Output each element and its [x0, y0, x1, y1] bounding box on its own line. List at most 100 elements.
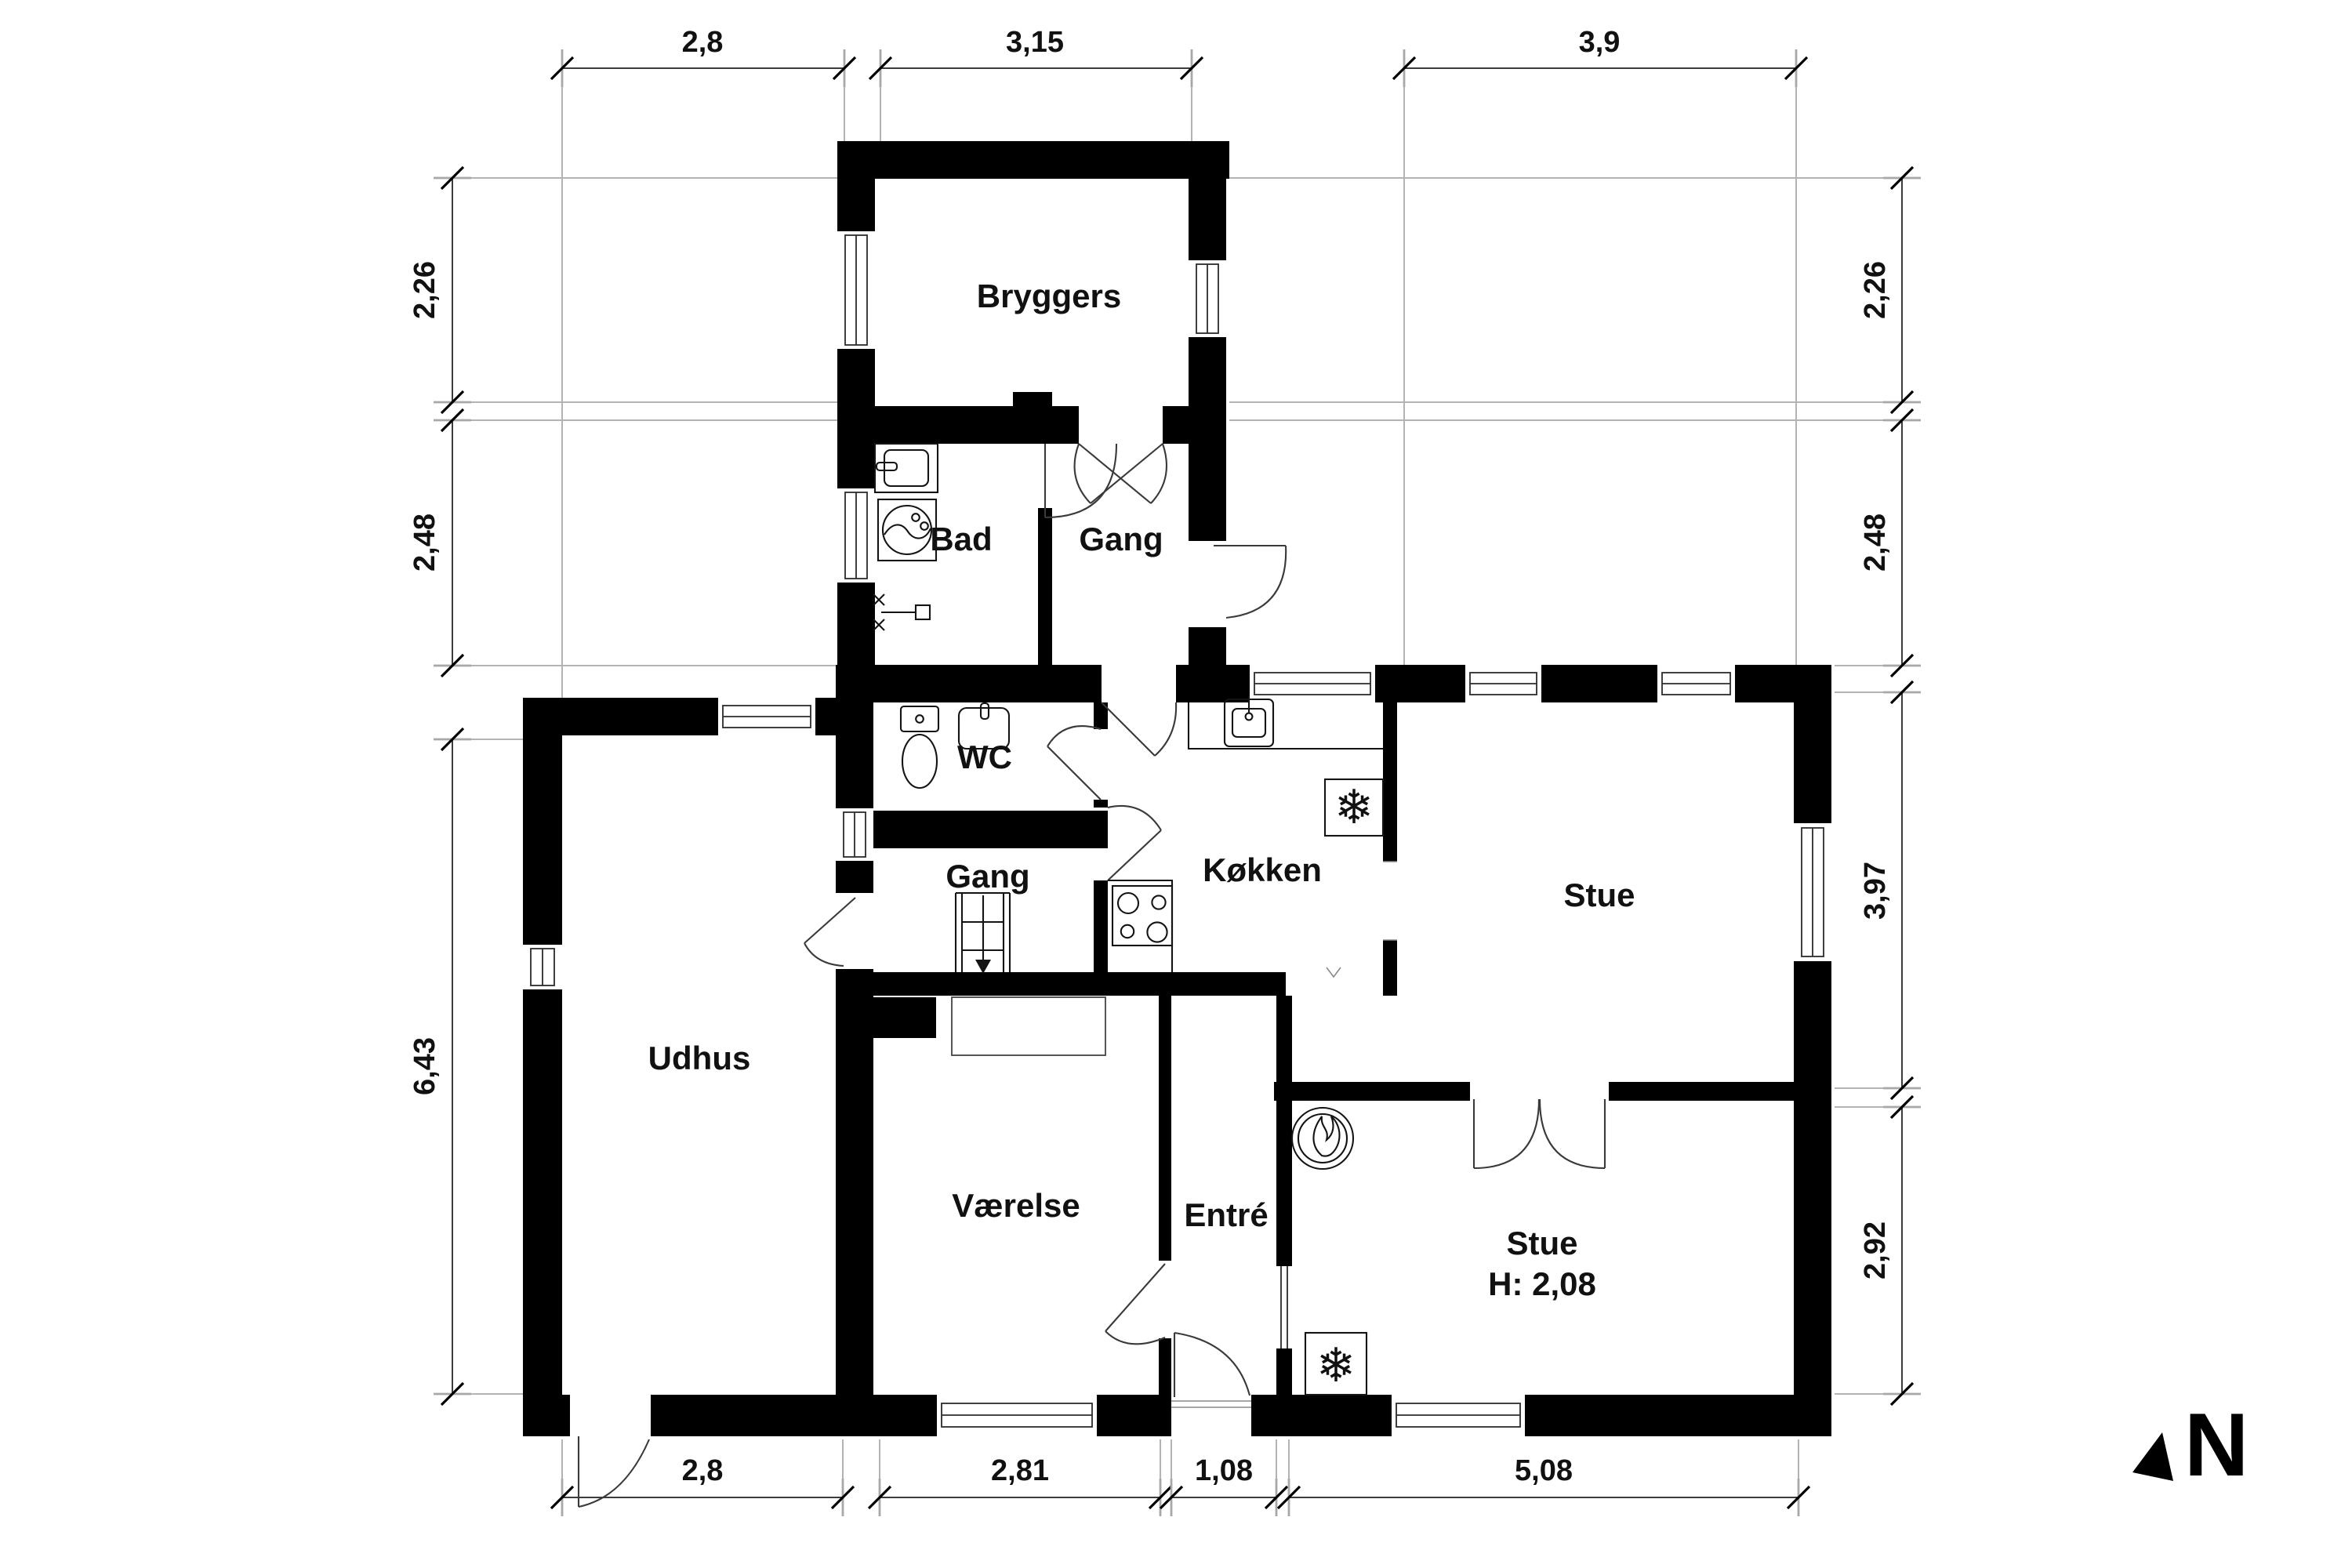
room-label-bad: Bad: [930, 521, 992, 557]
kokken-lower-gang-door: [1107, 804, 1162, 881]
wing-west-wall: [837, 141, 875, 702]
dim-bottom-1: 2,8: [682, 1454, 724, 1487]
toilet-icon: [899, 705, 940, 789]
bad-gang-wall: [1038, 508, 1052, 665]
bryggers-south-wall-stub: [1163, 406, 1189, 444]
bryggers-double-door: [1073, 443, 1167, 504]
vaerelse-entre-wall-b: [1159, 1338, 1171, 1395]
stue-divider-wall-b: [1609, 1082, 1794, 1101]
bathroom-sink-icon: [873, 442, 939, 494]
dim-left-2: 2,48: [408, 514, 441, 572]
snowflake-icon: ❄: [1334, 781, 1374, 833]
bryggers-north-wall: [837, 141, 1229, 179]
udhus-north-window: [718, 698, 815, 735]
dimension-chain-right: 2,26 2,48 3,97 2,92: [1859, 165, 1921, 1406]
wc-south-wall: [873, 811, 1108, 848]
room-label-stue-upper: Stue: [1563, 877, 1635, 913]
wc-east-wall-a: [1094, 702, 1108, 729]
gang-exterior-door: [1214, 544, 1287, 619]
dim-ticks-left: [434, 165, 471, 1406]
windows: [523, 231, 1831, 1436]
wc-sink-icon: [957, 702, 1011, 750]
house-west-wall: [836, 665, 873, 1436]
room-label-kokken: Køkken: [1203, 851, 1322, 888]
wc-door: [1047, 725, 1102, 800]
gang-vaerelse-wall: [873, 972, 1286, 996]
door-openings: [570, 541, 1251, 1436]
entre-stue-glass-panel: [1276, 1266, 1292, 1348]
dim-right-4: 2,92: [1859, 1221, 1892, 1279]
dimension-chain-bottom: 2,8 2,81 1,08 5,08: [550, 1454, 1811, 1516]
vaerelse-corner-block: [873, 997, 936, 1038]
udhus-gang-window: [836, 808, 873, 861]
fixtures: ❄ ❄: [873, 442, 1385, 1396]
shower-mixer-icon: [873, 593, 931, 631]
dim-ticks-right: [1883, 165, 1921, 1406]
dim-left-3: 6,43: [408, 1037, 441, 1095]
room-labels: Bryggers Bad Gang WC Gang Køkken Stue Ud…: [648, 278, 1635, 1302]
doors: [577, 443, 1606, 1508]
north-arrow-icon: N: [2132, 1396, 2249, 1495]
udhus-west-wall: [523, 698, 562, 1436]
kokken-stue-wall-a: [1383, 702, 1397, 862]
stairs-icon: [954, 891, 1011, 974]
vaerelse-door: [1105, 1263, 1166, 1345]
heat-pump-icon: ❄: [1304, 1331, 1368, 1396]
room-label-stue-lower: Stue: [1506, 1225, 1577, 1261]
room-label-gang-upper: Gang: [1079, 521, 1163, 557]
north-arrow-triangle: [2132, 1432, 2173, 1481]
bad-west-window: [837, 488, 875, 583]
dim-ticks-top: [550, 49, 1809, 87]
udhus-west-window: [523, 945, 562, 989]
extension-lines: [455, 74, 1896, 1494]
dim-top-3: 3,9: [1579, 26, 1621, 59]
north-label: N: [2184, 1396, 2249, 1495]
understairs-closet: [951, 996, 1106, 1056]
entre-front-door: [1171, 1331, 1251, 1408]
dim-left-1: 2,26: [408, 261, 441, 319]
fireplace-icon: [1290, 1106, 1355, 1171]
kokken-north-window: [1250, 665, 1375, 702]
stue-divider-wall-a: [1274, 1082, 1470, 1101]
bad-gang-wall-top: [1038, 392, 1052, 444]
stue-double-door: [1472, 1098, 1606, 1170]
dim-bottom-3: 1,08: [1195, 1454, 1253, 1487]
vaerelse-entre-wall-a: [1159, 996, 1171, 1261]
udhus-side-door: [804, 897, 856, 967]
dim-right-3: 3,97: [1859, 862, 1892, 920]
stue-east-window: [1794, 823, 1831, 961]
dimension-chain-left: 2,26 2,48 6,43: [408, 165, 471, 1406]
entre-stue-wall-b: [1276, 1348, 1292, 1395]
room-label-udhus: Udhus: [648, 1040, 751, 1076]
stue-north-window-1: [1465, 665, 1541, 702]
room-label-gang-lower: Gang: [946, 858, 1029, 895]
bryggers-east-window: [1189, 260, 1226, 337]
gang-kokken-door: [1101, 702, 1178, 757]
room-label-bryggers: Bryggers: [977, 278, 1121, 314]
bryggers-west-window: [837, 231, 875, 349]
bad-door: [1044, 443, 1118, 519]
dim-bottom-2: 2,81: [991, 1454, 1049, 1487]
room-label-entre: Entré: [1184, 1196, 1268, 1233]
stue-north-window-2: [1657, 665, 1735, 702]
dimension-chain-top: 2,8 3,15 3,9: [550, 26, 1809, 87]
room-label-stue-height: H: 2,08: [1488, 1265, 1596, 1302]
walls: [523, 141, 1831, 1436]
entre-stue-wall-a: [1276, 996, 1292, 1266]
dim-right-2: 2,48: [1859, 514, 1892, 572]
house-east-wall: [1794, 665, 1831, 1436]
passage-mark: [1326, 967, 1341, 978]
kokken-stue-wall-b: [1383, 940, 1397, 996]
dim-right-1: 2,26: [1859, 261, 1892, 319]
room-label-wc: WC: [957, 739, 1012, 775]
wc-east-wall-b: [1094, 800, 1108, 808]
udhus-south-door: [577, 1436, 650, 1508]
dim-top-2: 3,15: [1006, 26, 1064, 59]
vaerelse-south-window: [937, 1395, 1097, 1436]
stue-south-window: [1392, 1395, 1525, 1436]
stove-icon: [1108, 879, 1174, 972]
dim-top-1: 2,8: [682, 26, 724, 59]
snowflake-icon: ❄: [1316, 1339, 1356, 1392]
kitchen-counter-north: [1187, 696, 1383, 750]
